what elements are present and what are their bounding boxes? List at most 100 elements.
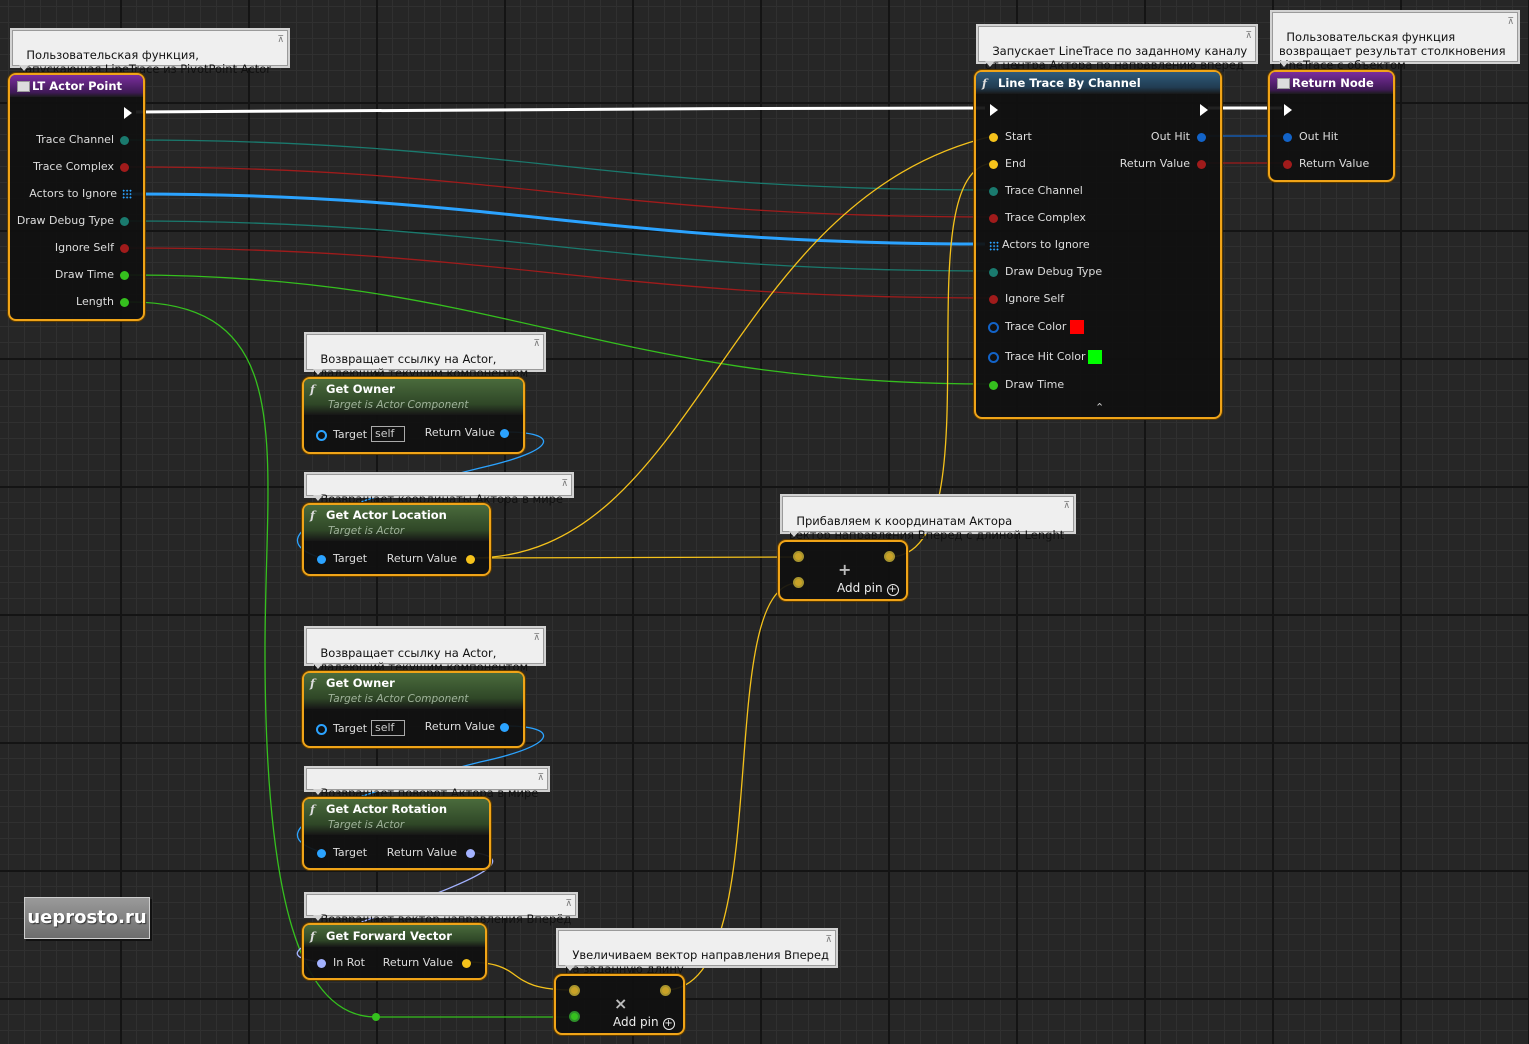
node-multiply[interactable]: × Add pin+ [554, 974, 685, 1035]
draw-time-pin[interactable] [120, 271, 129, 280]
comment-tail [1279, 61, 1289, 67]
return-value-pin[interactable] [1197, 160, 1206, 169]
comment-text: Увеличиваем вектор направления Вперед на… [565, 948, 829, 976]
target-pin[interactable] [317, 849, 326, 858]
start-pin[interactable] [989, 133, 998, 142]
pin-label: Out Hit [1299, 130, 1339, 143]
exec-in-pin[interactable] [1284, 104, 1292, 116]
pin-icon[interactable]: ⊼ [537, 773, 544, 783]
target-pin[interactable] [316, 430, 327, 441]
comment-tail [313, 663, 323, 669]
pin-label: Target [333, 552, 368, 565]
in-rot-pin[interactable] [317, 959, 326, 968]
comment-text: Прибавляем к координатам Актора вектор н… [789, 514, 1065, 542]
trace-channel-in-pin[interactable] [989, 187, 998, 196]
end-pin[interactable] [989, 160, 998, 169]
trace-hit-color-swatch[interactable] [1088, 350, 1102, 364]
pin-icon[interactable]: ⊼ [1063, 501, 1070, 511]
comment-text: Возвращает вектор направления Вперёд [320, 912, 572, 926]
node-lt-actor-point[interactable]: LT Actor Point Trace Channel Trace Compl… [8, 73, 145, 321]
collapse-chevron-icon[interactable]: ⌃ [1095, 401, 1105, 414]
out-hit-in-pin[interactable] [1283, 133, 1292, 142]
actors-ignore-pin[interactable] [122, 189, 132, 199]
target-pin[interactable] [316, 724, 327, 735]
function-icon: f [310, 508, 315, 522]
trace-complex-in-pin[interactable] [989, 214, 998, 223]
add-pin-button[interactable]: Add pin+ [837, 581, 899, 596]
pin-label: In Rot [333, 956, 365, 969]
add-input-a-pin[interactable] [793, 551, 804, 562]
trace-channel-pin[interactable] [120, 136, 129, 145]
comment-tail [313, 789, 323, 795]
self-default-field[interactable]: self [371, 720, 405, 736]
return-value-pin[interactable] [500, 723, 509, 732]
node-add-vector[interactable]: + Add pin+ [778, 540, 908, 601]
pin-label: Target [333, 846, 368, 859]
node-return-node[interactable]: Return Node Out Hit Return Value [1268, 70, 1395, 182]
mul-input-b-pin[interactable] [569, 1011, 580, 1022]
comment-tail [985, 61, 995, 67]
return-value-pin[interactable] [466, 849, 475, 858]
return-value-pin[interactable] [462, 959, 471, 968]
pin-icon[interactable]: ⊼ [1507, 17, 1514, 27]
exec-out-pin[interactable] [124, 107, 132, 119]
out-hit-pin[interactable] [1197, 133, 1206, 142]
debug-type-pin[interactable] [120, 217, 129, 226]
actors-ignore-in-pin[interactable] [989, 241, 999, 251]
pin-icon[interactable]: ⊼ [825, 935, 832, 945]
pin-label: Trace Hit Color [1005, 350, 1086, 363]
comment-return-node: Пользовательская функция возвращает резу… [1272, 12, 1518, 72]
node-header: LT Actor Point [10, 75, 143, 97]
add-output-pin[interactable] [884, 551, 895, 562]
pin-icon[interactable]: ⊼ [1245, 31, 1252, 41]
pin-icon[interactable]: ⊼ [561, 479, 568, 489]
trace-hit-color-pin[interactable] [988, 352, 999, 363]
add-input-b-pin[interactable] [793, 577, 804, 588]
length-pin[interactable] [120, 298, 129, 307]
function-icon: f [310, 802, 315, 816]
pin-label: Length [76, 295, 114, 308]
mul-input-a-pin[interactable] [569, 985, 580, 996]
pin-icon[interactable]: ⊼ [277, 35, 284, 45]
comment-text: Пользовательская функция возвращает резу… [1279, 30, 1506, 72]
pin-icon[interactable]: ⊼ [565, 899, 572, 909]
draw-time-in-pin[interactable] [989, 381, 998, 390]
ignore-self-in-pin[interactable] [989, 295, 998, 304]
ignore-self-pin[interactable] [120, 244, 129, 253]
trace-color-pin[interactable] [988, 322, 999, 333]
watermark-logo: ueprosto.ru [24, 897, 150, 939]
add-pin-button[interactable]: Add pin+ [613, 1015, 675, 1030]
pin-label: Draw Debug Type [1005, 265, 1103, 278]
debug-type-in-pin[interactable] [989, 268, 998, 277]
function-icon: f [310, 929, 315, 943]
comment-text: Запускает LineTrace по заданному каналу … [985, 44, 1248, 72]
mul-output-pin[interactable] [660, 985, 671, 996]
comment-get-forward-vector: Возвращает вектор направления Вперёд ⊼ [306, 894, 576, 926]
pin-label: Return Value [424, 426, 495, 439]
pin-label: Trace Channel [1005, 184, 1083, 197]
exec-out-pin[interactable] [1200, 104, 1208, 116]
pin-icon[interactable]: ⊼ [533, 633, 540, 643]
trace-complex-pin[interactable] [120, 163, 129, 172]
add-circle-icon: + [662, 1018, 675, 1030]
target-pin[interactable] [317, 555, 326, 564]
exec-in-pin[interactable] [990, 104, 998, 116]
comment-get-owner-1: Возвращает ссылку на Actor, владеющий те… [306, 334, 544, 380]
return-value-pin[interactable] [500, 429, 509, 438]
add-pin-label: Add pin [613, 1015, 659, 1029]
self-default-field[interactable]: self [371, 426, 405, 442]
wire-trace-channel [129, 139, 991, 191]
return-value-pin[interactable] [466, 555, 475, 564]
trace-color-swatch[interactable] [1070, 320, 1084, 334]
return-value-in-pin[interactable] [1283, 160, 1292, 169]
pin-icon[interactable]: ⊼ [533, 339, 540, 349]
